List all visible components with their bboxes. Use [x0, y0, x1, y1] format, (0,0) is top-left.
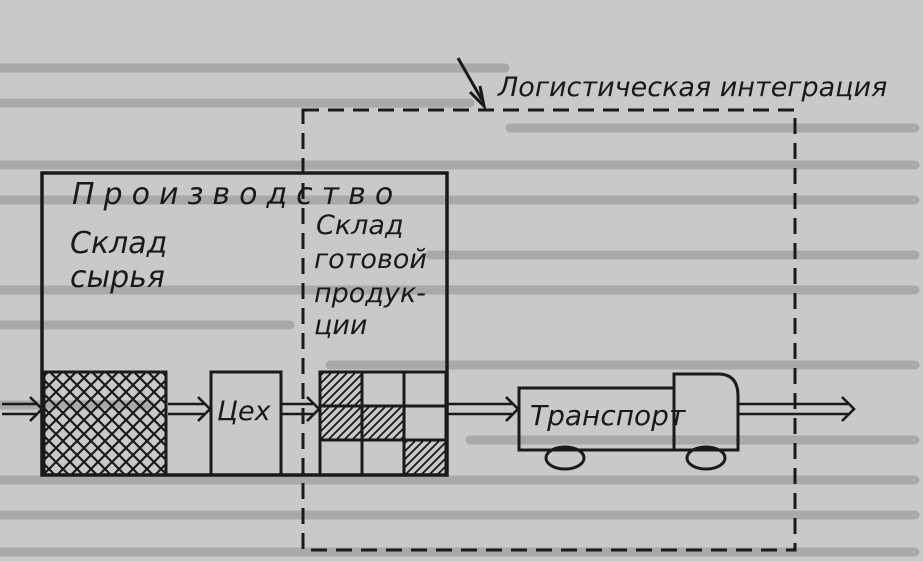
- integration-label: Логистическая интеграция: [497, 72, 887, 103]
- finished-warehouse-grid: [318, 370, 448, 477]
- production-label: Производство: [72, 177, 402, 212]
- grid-cell-hatched: [404, 440, 446, 475]
- finished-warehouse-label: Склад готовой продук- ции: [314, 210, 427, 341]
- finished-warehouse-label-line-4: ции: [314, 310, 367, 341]
- finished-warehouse-label-line-2: готовой: [314, 244, 427, 275]
- integration-boundary: [301, 108, 797, 552]
- grid-cell-hatched: [320, 406, 362, 440]
- raw-warehouse-label-line-1: Склад: [70, 226, 167, 261]
- workshop-box: [209, 370, 283, 477]
- workshop-label: Цех: [217, 396, 272, 427]
- transport-label: Транспорт: [530, 399, 686, 432]
- raw-warehouse-label-line-2: сырья: [70, 260, 165, 295]
- arrow-workshop-to-warehouse: [282, 396, 321, 422]
- truck-wheel: [685, 445, 727, 471]
- arrow-out-of-transport: [738, 396, 856, 422]
- truck-wheel: [544, 445, 586, 471]
- raw-warehouse-label: Склад сырья: [70, 226, 167, 295]
- raw-warehouse-storage: [42, 370, 168, 477]
- arrow-into-raw-warehouse: [2, 396, 44, 422]
- arrow-raw-to-workshop: [168, 396, 212, 422]
- transport-truck: [517, 372, 740, 471]
- background-text-lines: [0, 63, 920, 557]
- grid-cell-hatched: [320, 372, 362, 406]
- integration-pointer-arrow: [456, 57, 487, 111]
- finished-warehouse-label-line-3: продук-: [314, 278, 426, 309]
- grid-cell-hatched: [362, 406, 404, 440]
- finished-warehouse-label-line-1: Склад: [316, 210, 404, 241]
- flow-arrows: [2, 396, 856, 422]
- arrow-warehouse-to-transport: [448, 396, 520, 422]
